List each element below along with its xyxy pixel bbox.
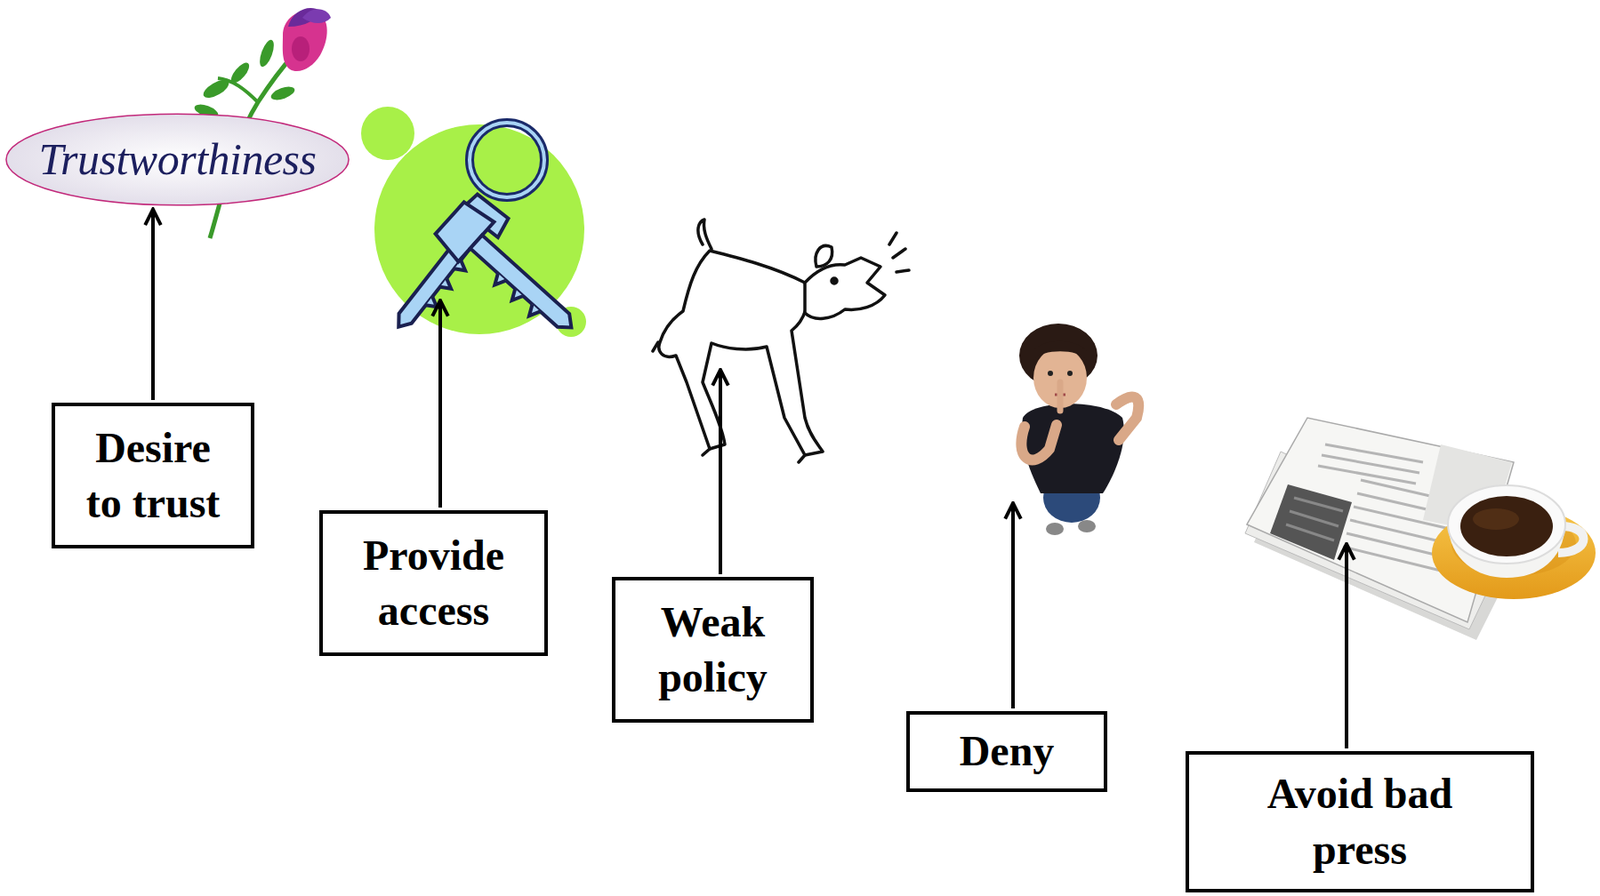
box-label: Weak policy: [642, 594, 784, 707]
leader-arrow: [440, 300, 1347, 749]
woman-illustration-part: [1077, 520, 1096, 533]
woman-illustration-part: [1033, 341, 1087, 361]
dog-illustration-part: [815, 246, 833, 267]
dog-illustration-part: [831, 278, 837, 284]
dog-illustration-part: [652, 342, 805, 463]
woman-illustration-part: [1047, 370, 1054, 377]
keys-illustration-part-part: [490, 273, 541, 321]
dog-illustration-part: [698, 219, 712, 250]
woman-illustration-part: [1045, 522, 1064, 536]
flower-illustration-part: [201, 76, 233, 102]
flower-illustration-part: [302, 8, 331, 24]
concept-box: Weak policy: [611, 577, 814, 724]
newspaper-illustration-part: [1286, 498, 1343, 541]
keys-illustration-part-part: [470, 235, 578, 335]
leader-arrow-part: [1344, 544, 1349, 749]
dog-illustration-part: [659, 250, 823, 456]
concept-box: Desire to trust: [51, 402, 255, 549]
keys-illustration-part: [469, 122, 545, 198]
concept-box: Deny: [906, 711, 1108, 793]
keys-illustration: [361, 106, 589, 348]
keys-illustration-part: [374, 124, 585, 335]
concept-box: Avoid bad press: [1185, 751, 1535, 893]
newspaper-illustration-part: [1447, 485, 1566, 564]
woman-illustration-part: [1116, 397, 1139, 441]
keys-illustration-part-part: [426, 260, 469, 312]
box-label: Avoid bad press: [1215, 766, 1504, 878]
newspaper-illustration-part: [1472, 508, 1520, 531]
dog-illustration-part: [889, 233, 909, 273]
ellipse-outline-shape: [6, 113, 349, 206]
newspaper-illustration-part: [1270, 484, 1352, 561]
trust-ellipse: Trustworthiness: [2, 112, 353, 208]
connector-arrow: [151, 209, 155, 401]
flower-illustration-part: [227, 59, 252, 86]
flower-illustration-part: [269, 84, 297, 104]
box-label: Deny: [959, 723, 1055, 780]
woman-illustration-part: [1021, 425, 1057, 460]
logo-text: Trustworthiness: [38, 135, 316, 185]
woman-illustration-part: [1067, 370, 1073, 377]
newspaper-illustration: [1245, 418, 1596, 641]
woman-illustration-part: [1021, 403, 1125, 494]
newspaper-illustration-part: [1460, 496, 1553, 557]
leader-arrow-part: [438, 300, 443, 508]
flower-illustration-part: [291, 36, 310, 62]
keys-illustration-part: [361, 106, 415, 161]
box-label: Provide access: [349, 528, 518, 640]
woman-illustration: [1019, 323, 1139, 536]
dog-illustration: [652, 219, 909, 463]
keys-illustration-part: [432, 198, 590, 348]
concept-box: Provide access: [319, 510, 548, 657]
flower-illustration-part: [257, 38, 277, 69]
box-label: Desire to trust: [81, 420, 225, 532]
keys-illustration-part: [469, 122, 545, 198]
woman-illustration-part: [1057, 382, 1064, 411]
leader-arrow-part: [1011, 503, 1015, 709]
leader-arrow-part: [718, 369, 723, 575]
